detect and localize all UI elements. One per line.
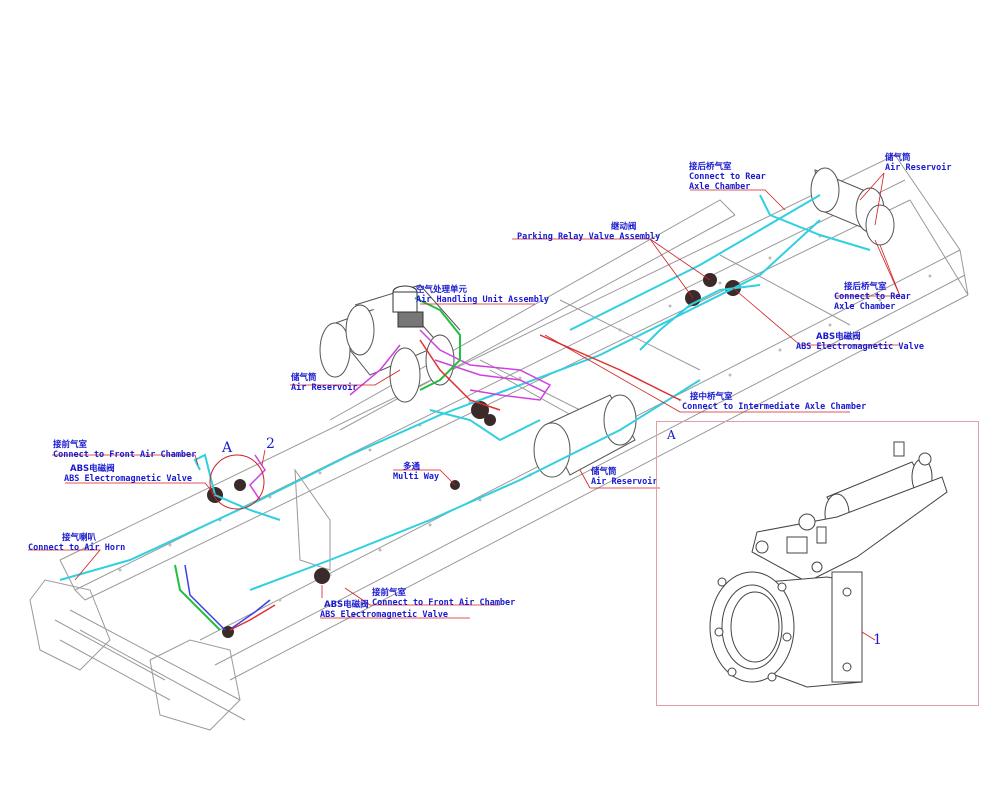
label-en: Parking Relay Valve Assembly <box>517 232 661 242</box>
label-cn: 接中桥气室 <box>690 392 733 402</box>
label-cn: 接前气室 <box>53 440 88 450</box>
cross-member-rear <box>719 254 851 326</box>
label-air-reservoir-rear: 储气筒 Air Reservoir <box>885 153 952 173</box>
label-cn: 接气喇叭 <box>62 533 97 543</box>
label-en: Connect to Front Air Chamber <box>53 450 197 460</box>
label-cn: 储气筒 <box>885 153 911 163</box>
front-bracket-right <box>149 639 241 731</box>
label-cn: 接后桥气室 <box>689 162 732 172</box>
exhaust-brake-valve-drawing <box>709 441 948 688</box>
label-en: Air Reservoir <box>885 163 952 173</box>
mounting-bracket <box>751 476 948 583</box>
label-rear-axle-chamber-top: 接后桥气室 Connect to Rear Axle Chamber <box>689 162 766 192</box>
label-cn: ABS电磁阀 <box>324 600 369 610</box>
label-cn: ABS电磁阀 <box>816 332 861 342</box>
label-rear-axle-chamber-bottom: 接后桥气室 Connect to Rear Axle Chamber <box>834 282 911 312</box>
label-en2: Axle Chamber <box>689 182 751 192</box>
abs-valve-front-right-part <box>314 568 330 584</box>
label-en: Connect to Air Horn <box>28 543 126 553</box>
label-air-handling-unit: 空气处理单元 Air Handling Unit Assembly <box>416 285 549 305</box>
label-intermediate-axle-chamber: 接中桥气室 Connect to Intermediate Axle Chamb… <box>682 392 866 412</box>
label-abs-valve-front-left: ABS电磁阀 ABS Electromagnetic Valve <box>64 464 192 484</box>
label-front-air-chamber-right: 接前气室 Connect to Front Air Chamber <box>372 588 515 608</box>
leader-lines <box>28 172 901 619</box>
label-en: Connect to Rear <box>689 172 766 182</box>
far-rail-bottom <box>214 274 966 666</box>
cross-member-front <box>69 609 241 701</box>
label-air-reservoir-left: 储气筒 Air Reservoir <box>291 373 358 393</box>
pipes-magenta <box>249 329 552 501</box>
label-abs-valve-front-right: ABS电磁阀 ABS Electromagnetic Valve <box>320 600 448 620</box>
label-en: ABS Electromagnetic Valve <box>320 610 448 620</box>
detail-marker-a: A <box>222 440 233 456</box>
label-en: Connect to Front Air Chamber <box>372 598 516 608</box>
label-cn: 多通 <box>403 462 421 472</box>
label-en: Air Reservoir <box>291 383 358 393</box>
air-reservoir-mid-tank <box>533 394 637 478</box>
label-abs-valve-rear: ABS电磁阀 ABS Electromagnetic Valve <box>796 332 924 352</box>
label-en: Air Handling Unit Assembly <box>416 295 550 305</box>
label-en: Air Reservoir <box>591 477 658 487</box>
label-air-horn: 接气喇叭 Connect to Air Horn <box>28 533 125 553</box>
pipes-red <box>229 334 681 631</box>
label-en: ABS Electromagnetic Valve <box>64 474 192 484</box>
part-number-1: 1 <box>873 632 882 648</box>
label-en: Multi Way <box>393 472 440 482</box>
label-en2: Axle Chamber <box>834 302 896 312</box>
label-multi-way: 多通 Multi Way <box>393 462 439 482</box>
pipes-blue <box>184 564 271 631</box>
label-cn: ABS电磁阀 <box>70 464 115 474</box>
label-parking-relay-valve: 继动阀 Parking Relay Valve Assembly <box>517 222 660 242</box>
air-handling-unit-part <box>392 285 424 328</box>
front-bracket-left <box>29 579 111 671</box>
near-rail-top <box>59 154 896 561</box>
label-cn: 继动阀 <box>610 222 637 232</box>
label-front-air-chamber-left: 接前气室 Connect to Front Air Chamber <box>53 440 196 460</box>
pipes-green <box>174 297 461 631</box>
inset-label: A <box>667 428 676 442</box>
callout-2: 2 <box>266 436 275 452</box>
air-reservoir-rear-tank <box>810 167 895 246</box>
label-cn: 储气筒 <box>291 373 317 383</box>
label-cn: 空气处理单元 <box>416 285 468 295</box>
part-leader-line <box>861 631 876 641</box>
label-cn: 接后桥气室 <box>844 282 887 292</box>
label-air-reservoir-mid: 储气筒 Air Reservoir <box>591 467 658 487</box>
detail-circle-a <box>209 454 265 510</box>
label-en: Connect to Rear <box>834 292 911 302</box>
pipes-cyan <box>59 194 871 591</box>
detail-inset-a: A 1 <box>656 421 979 706</box>
front-axle <box>54 619 171 701</box>
label-en: ABS Electromagnetic Valve <box>796 342 924 352</box>
label-en: Connect to Intermediate Axle Chamber <box>682 402 867 412</box>
label-cn: 储气筒 <box>591 467 617 477</box>
label-cn: 接前气室 <box>372 588 407 598</box>
